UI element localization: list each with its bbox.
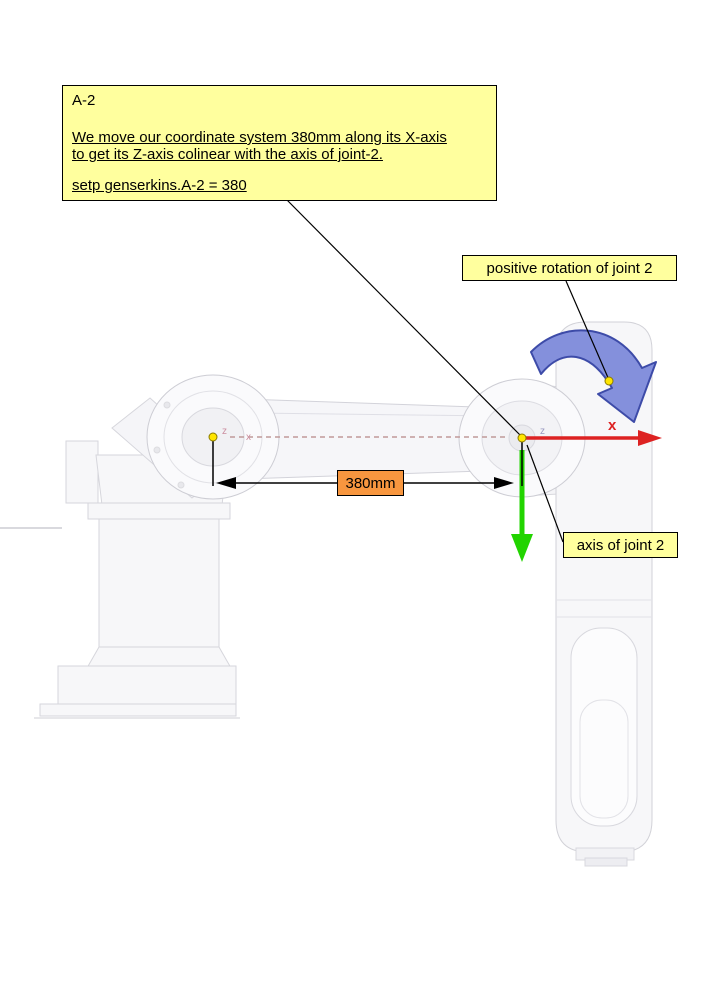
callout-lines	[286, 199, 610, 543]
positive-rotation-label: positive rotation of joint 2	[462, 255, 677, 281]
axis-of-joint2-label: axis of joint 2	[563, 532, 678, 558]
x-axis-label: x	[608, 417, 617, 434]
dimension-380mm-label: 380mm	[337, 470, 404, 496]
origin-markers	[208, 376, 614, 443]
note-body-line-2: to get its Z-axis colinear with the axis…	[72, 146, 383, 163]
left-x-axis-label: x	[246, 432, 251, 443]
note-title: A-2	[72, 92, 96, 109]
left-origin-marker	[208, 432, 218, 442]
robot-base	[34, 440, 240, 719]
joint2-origin-marker	[517, 433, 527, 443]
note-body-line-1: We move our coordinate system 380mm alon…	[72, 129, 447, 146]
x-axis-arrow	[524, 430, 662, 446]
rotation-direction-arrow	[530, 329, 657, 423]
left-z-axis-label: z	[222, 426, 227, 437]
annotation-note-box: A-2 We move our coordinate system 380mm …	[62, 85, 497, 201]
note-command: setp genserkins.A-2 = 380	[72, 177, 247, 194]
rotation-callout-marker	[604, 376, 614, 386]
right-z-axis-label: z	[540, 426, 545, 437]
